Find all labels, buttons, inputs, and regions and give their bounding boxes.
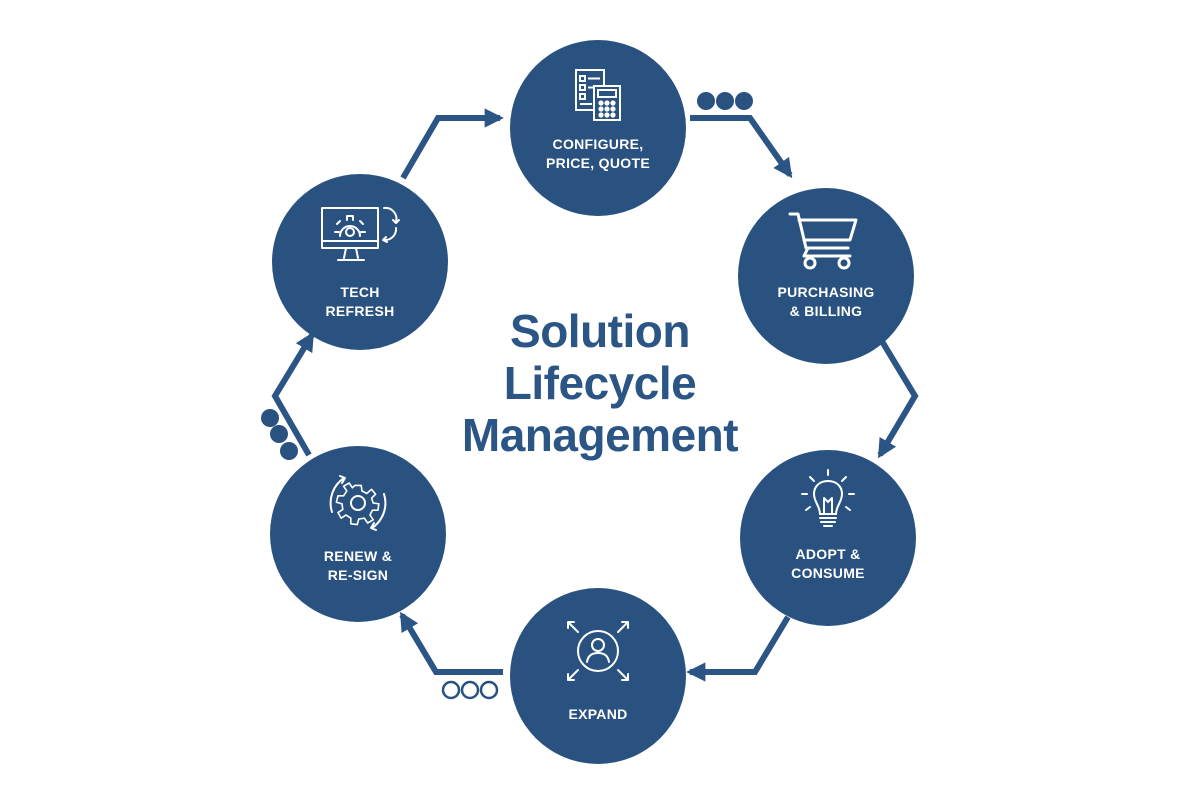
stage-label-line-1: EXPAND bbox=[568, 706, 628, 722]
stage-label-line-2: RE-SIGN bbox=[327, 567, 389, 583]
stage-label-line-2: & BILLING bbox=[789, 303, 863, 319]
stage-adopt-consume: ADOPT & CONSUME bbox=[740, 450, 916, 626]
diagram-title: Solution Lifecycle Management bbox=[400, 305, 800, 461]
gear-cycle-icon bbox=[329, 475, 387, 531]
stage-expand: EXPAND bbox=[510, 588, 686, 764]
arrow-renew-to-tech bbox=[271, 331, 315, 457]
stage-label-line-2: PRICE, QUOTE bbox=[546, 155, 650, 171]
monitor-refresh-icon bbox=[321, 206, 400, 261]
arrow-expand-to-renew bbox=[399, 611, 503, 675]
shopping-cart-icon bbox=[788, 212, 858, 270]
stage-label-line-1: CONFIGURE, bbox=[552, 136, 644, 152]
lightbulb-icon bbox=[801, 469, 855, 527]
stage-label-line-1: RENEW & bbox=[323, 548, 393, 564]
title-line-3: Management bbox=[461, 409, 739, 461]
title-line-2: Lifecycle bbox=[503, 357, 697, 409]
stage-label-line-1: PURCHASING bbox=[777, 284, 875, 300]
arrow-purchasing-to-adopt bbox=[877, 336, 919, 459]
title-line-1: Solution bbox=[510, 305, 690, 357]
stage-renew-resign: RENEW & RE-SIGN bbox=[270, 446, 446, 622]
progress-dots-left bbox=[261, 409, 298, 460]
stage-tech-refresh: TECH REFRESH bbox=[272, 174, 448, 350]
stage-label-line-2: CONSUME bbox=[791, 565, 865, 581]
person-expand-icon bbox=[567, 621, 629, 681]
arrow-cpq-to-purchasing bbox=[690, 115, 793, 179]
progress-dots-top bbox=[697, 92, 753, 110]
stage-label-line-1: TECH bbox=[340, 284, 380, 300]
stage-purchasing-billing: PURCHASING & BILLING bbox=[738, 188, 914, 364]
stage-label-line-2: REFRESH bbox=[325, 303, 395, 319]
stage-configure-price-quote: CONFIGURE, PRICE, QUOTE bbox=[510, 40, 686, 216]
stage-label-line-1: ADOPT & bbox=[795, 546, 861, 562]
arrow-adopt-to-expand bbox=[686, 615, 791, 682]
arrow-tech-to-cpq bbox=[400, 108, 504, 180]
calculator-document-icon bbox=[575, 69, 621, 121]
progress-dots-bottom bbox=[441, 680, 499, 700]
